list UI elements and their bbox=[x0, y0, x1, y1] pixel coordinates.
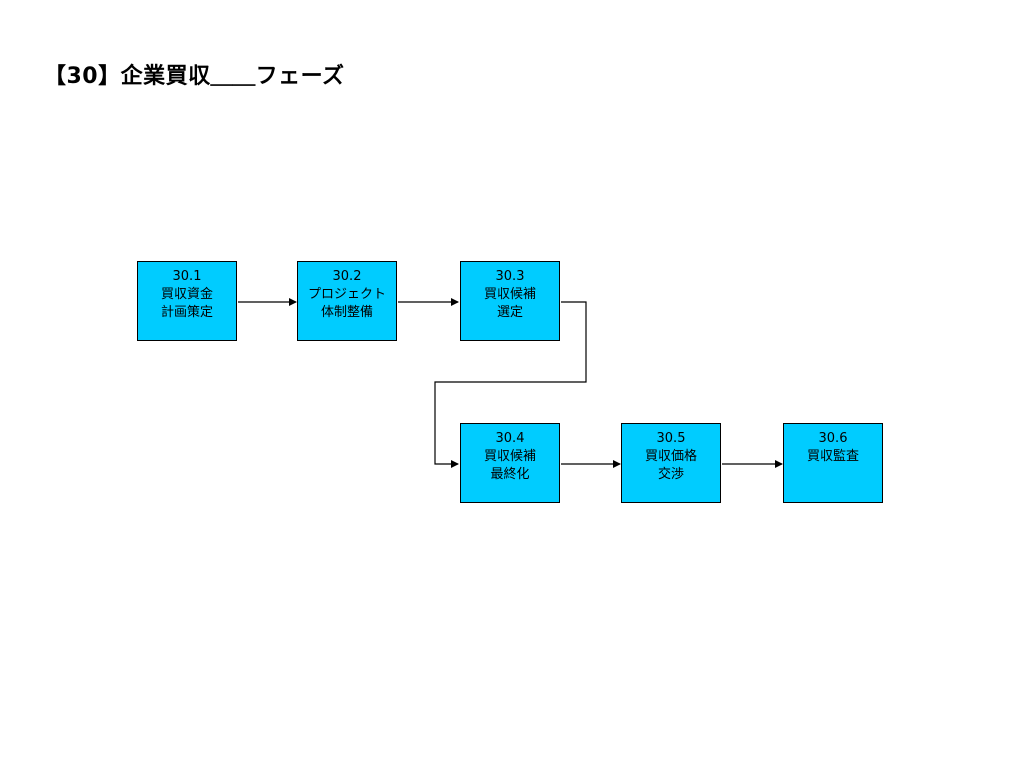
step-box-30-4: 30.4 買収候補 最終化 bbox=[460, 423, 560, 503]
step-number: 30.1 bbox=[172, 269, 202, 284]
step-label-line2: 体制整備 bbox=[320, 305, 373, 320]
step-label-line1: 買収資金 bbox=[160, 287, 213, 302]
step-number: 30.4 bbox=[495, 431, 525, 446]
step-number: 30.2 bbox=[332, 269, 362, 284]
step-label-line2: 交渉 bbox=[657, 467, 684, 482]
step-box-30-5: 30.5 買収価格 交渉 bbox=[621, 423, 721, 503]
step-label-line1: 買収監査 bbox=[806, 449, 859, 464]
step-label-line2: 計画策定 bbox=[160, 305, 213, 320]
arrow-30-3-to-30-4 bbox=[434, 301, 587, 468]
step-label-line2: 選定 bbox=[496, 305, 523, 320]
step-label-line1: 買収候補 bbox=[483, 287, 536, 302]
page-title: 【30】企業買収＿＿フェーズ bbox=[44, 64, 345, 89]
step-label-line2: 最終化 bbox=[490, 467, 530, 482]
step-number: 30.3 bbox=[495, 269, 525, 284]
step-box-30-6: 30.6 買収監査 bbox=[783, 423, 883, 503]
step-box-30-1: 30.1 買収資金 計画策定 bbox=[137, 261, 237, 341]
step-box-30-2: 30.2 プロジェクト 体制整備 bbox=[297, 261, 397, 341]
step-label-line1: プロジェクト bbox=[307, 287, 386, 302]
step-label-line1: 買収候補 bbox=[483, 449, 536, 464]
step-box-30-3: 30.3 買収候補 選定 bbox=[460, 261, 560, 341]
step-number: 30.5 bbox=[656, 431, 686, 446]
step-number: 30.6 bbox=[818, 431, 848, 446]
step-label-line1: 買収価格 bbox=[644, 449, 697, 464]
